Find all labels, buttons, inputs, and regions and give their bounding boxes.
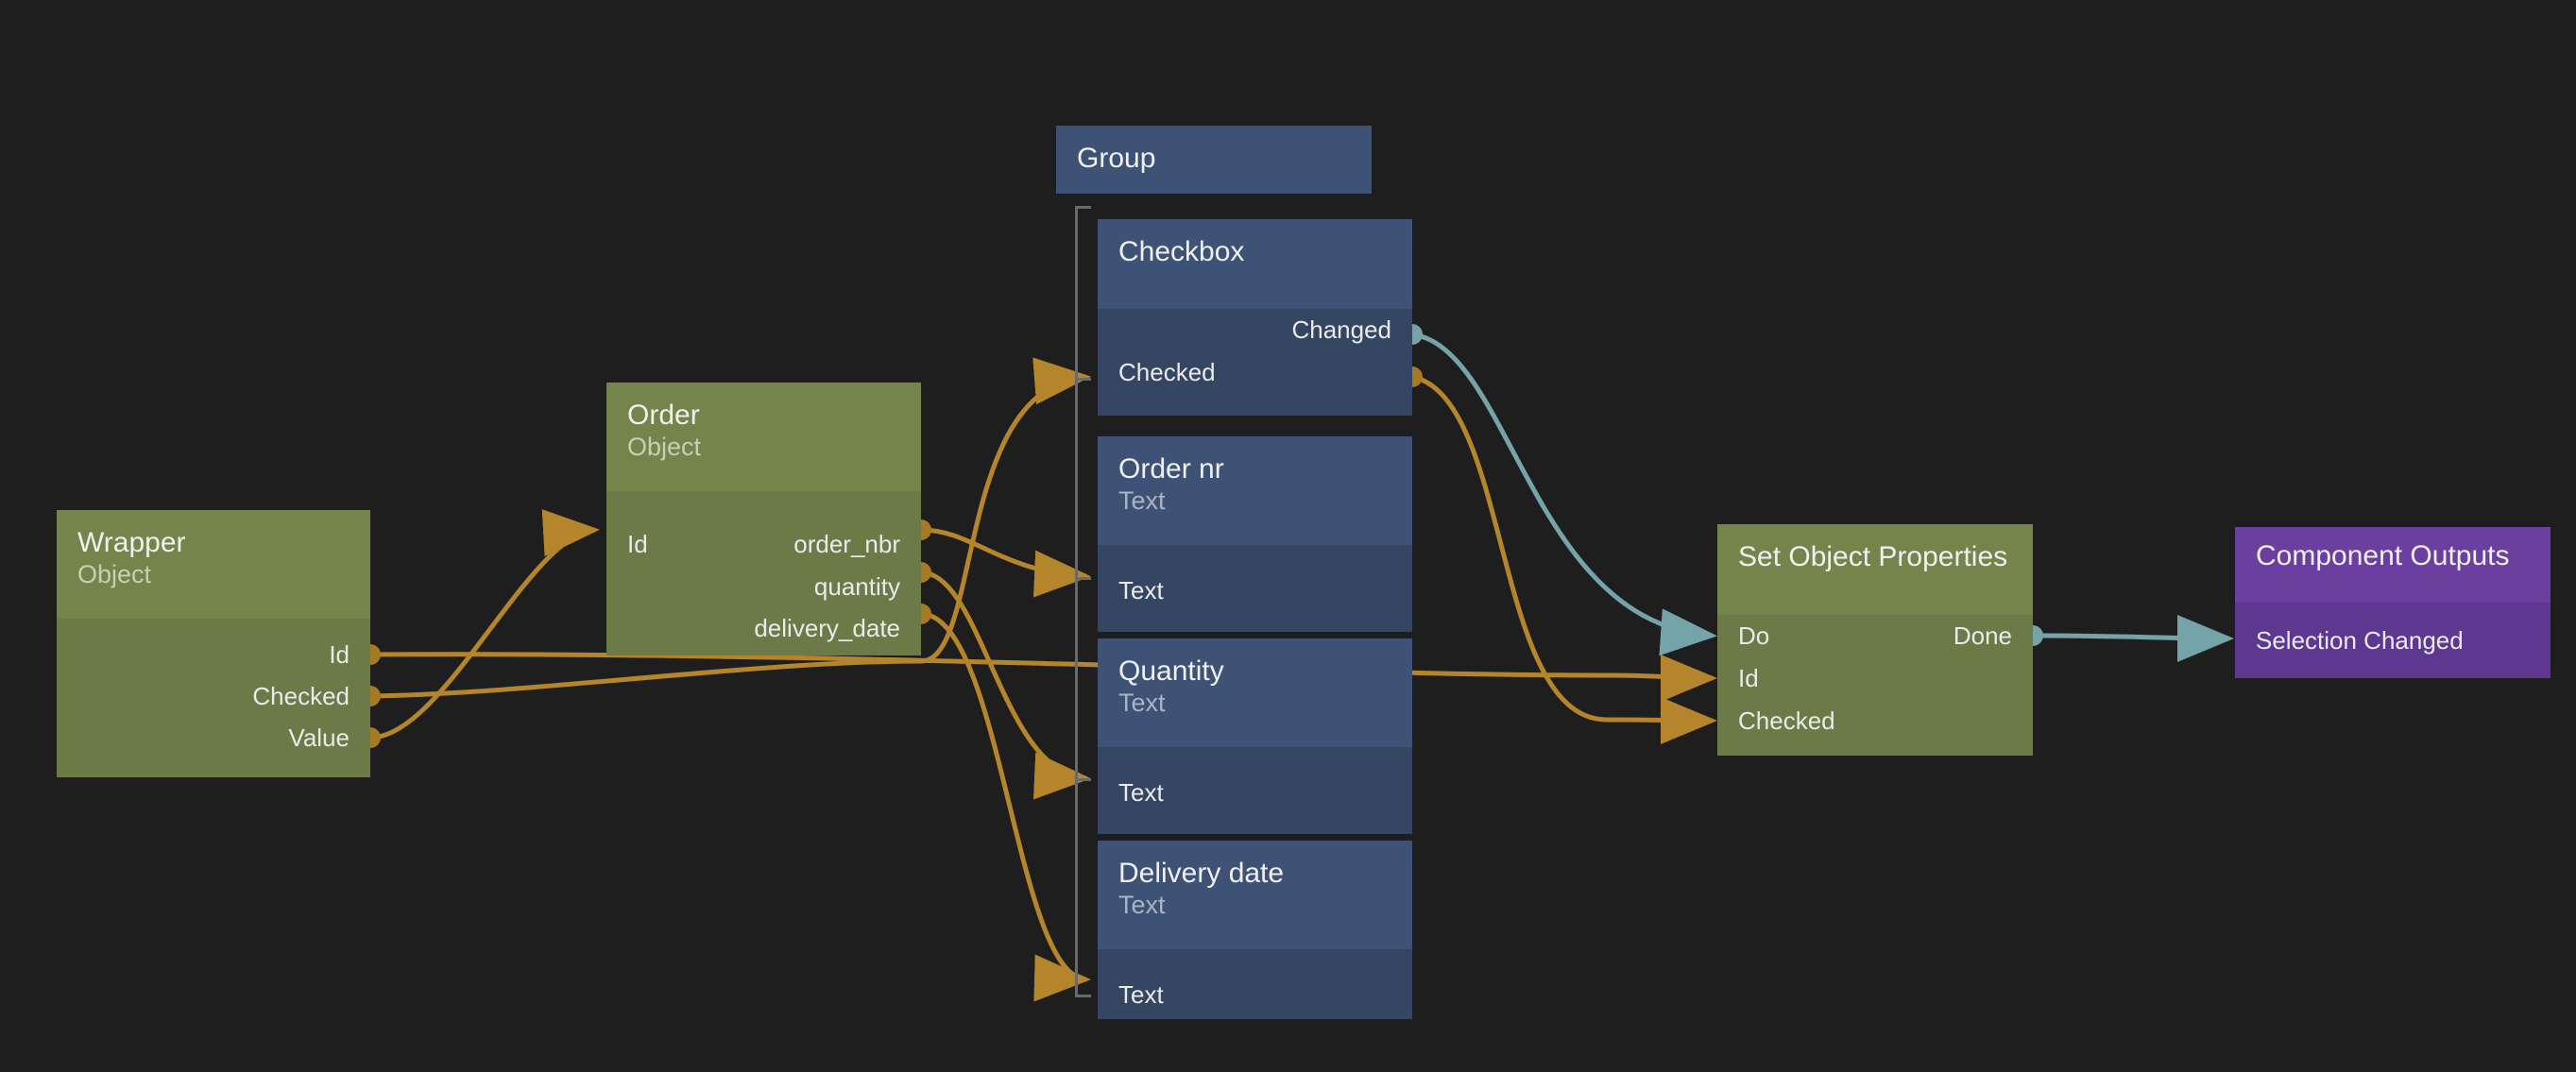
node-sop-title: Set Object Properties (1738, 541, 2008, 572)
node-wrapper-body: Id Checked Value (57, 619, 370, 777)
port-checkbox-in-checked[interactable]: Checked (1118, 357, 1216, 386)
wire-order-quantity-to-quantity-text (920, 570, 1091, 800)
wire-checkbox-checked-to-sop-checked (1411, 374, 1607, 723)
node-delivery-date-body: Text (1098, 949, 1412, 1019)
port-order-out-order-nbr[interactable]: order_nbr (793, 529, 900, 558)
node-quantity-header[interactable]: Quantity Text (1098, 638, 1412, 747)
node-checkbox-header[interactable]: Checkbox (1098, 219, 1412, 309)
node-order-nr-subtitle: Text (1118, 485, 1166, 515)
node-component-outputs[interactable]: Component Outputs Selection Changed (2235, 527, 2550, 678)
port-order-out-delivery-date[interactable]: delivery_date (754, 613, 900, 642)
port-sop-in-do[interactable]: Do (1738, 621, 1770, 650)
node-component-outputs-header[interactable]: Component Outputs (2235, 527, 2550, 603)
port-wrapper-out-checked[interactable]: Checked (252, 681, 350, 710)
group-title: Group (1077, 143, 1156, 174)
node-order-nr[interactable]: Order nr Text Text (1098, 436, 1412, 632)
group-bracket (1075, 206, 1098, 997)
wire-wrapper-checked-to-checkbox-checked (369, 658, 922, 699)
port-order-out-quantity[interactable]: quantity (813, 571, 900, 601)
port-sop-in-checked[interactable]: Checked (1738, 706, 1835, 735)
node-order-body: Id order_nbr quantity delivery_date (606, 491, 921, 655)
node-quantity[interactable]: Quantity Text Text (1098, 638, 1412, 834)
port-quantity-in-text[interactable]: Text (1118, 777, 1164, 807)
port-checkbox-out-changed[interactable]: Changed (1291, 315, 1391, 344)
node-order-title: Order (627, 400, 700, 431)
node-checkbox-title: Checkbox (1118, 236, 1245, 267)
node-set-object-properties[interactable]: Set Object Properties Do Done Id Checked (1717, 524, 2033, 756)
node-checkbox[interactable]: Checkbox Changed Checked (1098, 219, 1412, 416)
wire-wrapper-value-to-order-id (369, 509, 600, 740)
port-sop-in-id[interactable]: Id (1738, 663, 1759, 692)
port-wrapper-out-id[interactable]: Id (329, 639, 350, 669)
node-sop-header[interactable]: Set Object Properties (1717, 524, 2033, 615)
node-wrapper-header[interactable]: Wrapper Object (57, 510, 370, 619)
node-delivery-date-subtitle: Text (1118, 890, 1166, 919)
node-quantity-subtitle: Text (1118, 688, 1166, 717)
node-component-outputs-body: Selection Changed (2235, 603, 2550, 678)
wire-order-deliverydate-to-delivery-text (920, 611, 1091, 1002)
node-order[interactable]: Order Object Id order_nbr quantity deliv… (606, 383, 921, 655)
wire-checkbox-changed-to-sop-do (1411, 332, 1717, 656)
node-quantity-title: Quantity (1118, 655, 1224, 687)
wire-wrapper-id-to-sop-id (369, 652, 1607, 678)
wire-order-ordernbr-to-ordernr-text (920, 527, 1091, 598)
node-order-header[interactable]: Order Object (606, 383, 921, 491)
node-order-subtitle: Object (627, 432, 702, 461)
port-order-nr-in-text[interactable]: Text (1118, 575, 1164, 604)
node-wrapper[interactable]: Wrapper Object Id Checked Value (57, 510, 370, 777)
node-order-nr-header[interactable]: Order nr Text (1098, 436, 1412, 545)
wire-sop-done-to-component-outputs (2032, 614, 2234, 662)
node-delivery-date-title: Delivery date (1118, 858, 1285, 889)
port-wrapper-out-value[interactable]: Value (288, 723, 350, 752)
node-checkbox-body: Changed Checked (1098, 309, 1412, 416)
node-component-outputs-title: Component Outputs (2256, 540, 2510, 571)
node-wrapper-subtitle: Object (77, 559, 152, 588)
port-order-in-id[interactable]: Id (627, 529, 648, 558)
port-delivery-date-in-text[interactable]: Text (1118, 979, 1164, 1009)
wire-checkbox-checked-to-sop-checked-b (1605, 696, 1717, 744)
node-sop-body: Do Done Id Checked (1717, 615, 2033, 756)
node-order-nr-title: Order nr (1118, 453, 1224, 485)
node-quantity-body: Text (1098, 747, 1412, 834)
node-wrapper-title: Wrapper (77, 527, 186, 558)
node-delivery-date[interactable]: Delivery date Text Text (1098, 841, 1412, 1019)
group-header[interactable]: Group (1056, 126, 1372, 194)
node-order-nr-body: Text (1098, 545, 1412, 632)
port-sop-out-done[interactable]: Done (1953, 621, 2012, 650)
wire-wrapper-id-to-sop-id-b (1605, 654, 1717, 702)
port-component-outputs-in-selection-changed[interactable]: Selection Changed (2256, 625, 2464, 655)
node-delivery-date-header[interactable]: Delivery date Text (1098, 841, 1412, 949)
wire-wrapper-checked-to-checkbox-checked-b (920, 357, 1091, 664)
